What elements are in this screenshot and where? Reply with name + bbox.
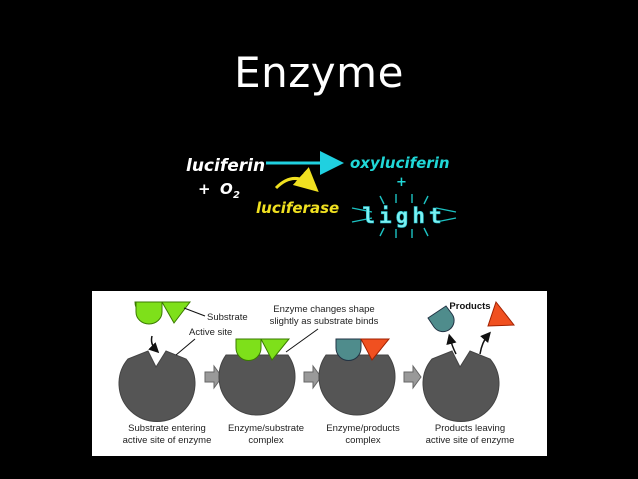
caption-2-line2: complex [248,435,284,446]
shape-change-label-2: slightly as substrate binds [270,316,379,327]
product-a-4 [427,305,455,333]
caption-3-line2: complex [345,435,381,446]
step-arrow-1 [204,364,223,390]
oxygen-subscript: 2 [233,190,240,201]
substrate-body-2 [235,338,262,361]
slide-title: Enzyme [234,48,404,97]
step-arrow-3 [403,364,422,390]
step-arrow-2 [303,364,322,390]
enzyme-shape-2 [218,354,296,416]
enzyme-label: luciferase [256,199,339,217]
enzyme-diagram: Substrate Active site Enzyme changes sha… [92,291,547,456]
reactant-label: luciferin [186,156,265,176]
shape-change-label-1: Enzyme changes shape [273,304,374,315]
plus-sign: + [198,180,211,198]
enzyme-shape-1 [118,350,196,423]
substrate-label: Substrate [207,312,248,323]
substrate-triangle-1 [161,301,192,324]
caption-1-line2: active site of enzyme [123,435,212,446]
product-b-4 [487,300,515,327]
enzyme-shape-3 [318,354,396,416]
oxygen-label: O [220,180,233,198]
enzyme-shape-4 [422,350,500,423]
substrate-triangle-2 [260,338,291,361]
products-label: Products [449,301,490,312]
light-label: light [362,204,445,228]
substrate-body-1 [135,301,163,325]
product-b-3 [360,338,391,361]
caption-1-line1: Substrate entering [128,423,206,434]
light-burst-icon [351,194,457,238]
active-site-label: Active site [189,327,232,338]
enzyme-curve-arrow [274,167,319,192]
product-a-3 [335,338,362,361]
product-label: oxyluciferin [350,154,450,172]
caption-2-line1: Enzyme/substrate [228,423,304,434]
caption-4-line2: active site of enzyme [426,435,515,446]
reaction-scheme: luciferin + O 2 luciferase oxyluciferin … [186,151,457,238]
plus-sign-2: + [396,175,407,190]
caption-4-line1: Products leaving [435,423,505,434]
caption-3-line1: Enzyme/products [326,423,400,434]
